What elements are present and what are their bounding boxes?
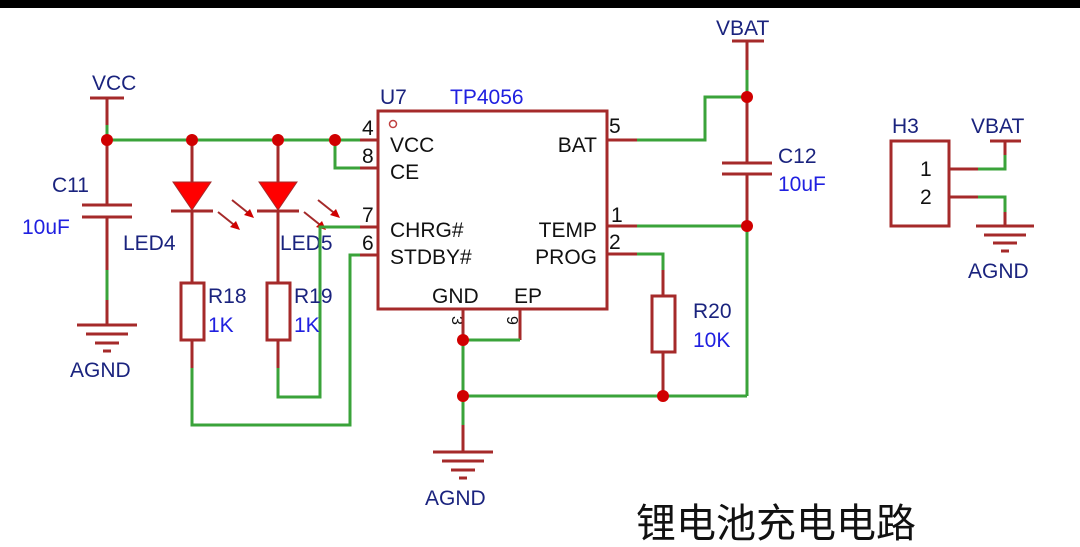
pin-name-ep: EP — [514, 285, 542, 308]
ic-u7-tp4056: U7 TP4056 4 8 7 6 VCC CE CHRG# STDBY# BA… — [362, 86, 623, 325]
resistor-r19: R19 1K — [265, 225, 360, 399]
pin-num-6: 6 — [362, 232, 374, 255]
pin-name-temp: TEMP — [539, 219, 597, 242]
agnd-ground-symbol-c11: AGND — [70, 323, 137, 382]
temp-net-wire — [607, 224, 749, 396]
c12-ref-label: C12 — [778, 145, 817, 168]
agnd-ic-net-label: AGND — [425, 487, 486, 510]
r18-value-label: 1K — [208, 314, 234, 337]
junction-dot — [741, 220, 753, 232]
led4-light-arrows-icon — [217, 199, 254, 230]
h3-pin-1: 1 — [920, 158, 932, 181]
top-bar — [0, 0, 1080, 8]
c12-value-label: 10uF — [778, 173, 826, 196]
bat-net-wire — [607, 95, 747, 142]
agnd-h3-net-label: AGND — [968, 260, 1029, 283]
led4-ref-label: LED4 — [123, 232, 176, 255]
junction-dots — [101, 91, 753, 402]
resistor-r20: R20 10K — [607, 252, 732, 396]
junction-dot — [657, 390, 669, 402]
vcc-power-symbol: VCC — [90, 72, 136, 140]
pin-num-5: 5 — [609, 115, 621, 138]
pin-num-2: 2 — [609, 231, 621, 254]
r19-value-label: 1K — [294, 314, 320, 337]
pin1-marker-icon — [388, 119, 398, 129]
vbat-h3-net-label: VBAT — [971, 115, 1024, 138]
c11-ref-label: C11 — [52, 174, 89, 197]
pin-num-9: 9 — [503, 316, 520, 325]
junction-dot — [101, 134, 113, 146]
c11-value-label: 10uF — [22, 216, 70, 239]
pin-name-bat: BAT — [558, 134, 597, 157]
schematic-title: 锂电池充电电路 — [636, 501, 916, 547]
pin-num-8: 8 — [362, 145, 374, 168]
vcc-rail-wire — [107, 138, 378, 170]
vbat-power-symbol-top: VBAT — [716, 17, 769, 97]
resistor-r18: R18 1K — [179, 253, 360, 427]
led5-ref-label: LED5 — [280, 232, 333, 255]
pin-name-chrg: CHRG# — [390, 219, 464, 242]
junction-dot — [457, 334, 469, 346]
led-led5: LED5 — [257, 140, 340, 283]
connector-h3: H3 1 2 — [889, 115, 1007, 228]
pin-num-1: 1 — [611, 204, 623, 227]
r18-ref-label: R18 — [208, 285, 247, 308]
capacitor-c11: C11 10uF — [22, 140, 132, 325]
pin-name-stdby: STDBY# — [390, 246, 472, 269]
r19-ref-label: R19 — [294, 285, 333, 308]
pin-num-3: 3 — [448, 316, 465, 325]
ground-net-wire — [461, 309, 747, 452]
pin-name-prog: PROG — [535, 246, 597, 269]
vbat-top-net-label: VBAT — [716, 17, 769, 40]
r20-value-label: 10K — [693, 329, 730, 352]
pin-num-4: 4 — [362, 117, 374, 140]
agnd-ground-symbol-h3: AGND — [968, 224, 1034, 283]
pin-name-gnd: GND — [432, 285, 479, 308]
pin-name-ce: CE — [390, 161, 419, 184]
u7-ref-label: U7 — [380, 86, 407, 109]
pin-name-vcc: VCC — [390, 134, 434, 157]
agnd-ground-symbol-ic: AGND — [425, 450, 493, 510]
h3-pin-2: 2 — [920, 186, 932, 209]
junction-dot — [741, 91, 753, 103]
junction-dot — [457, 390, 469, 402]
junction-dot — [329, 134, 341, 146]
capacitor-c12: C12 10uF — [722, 97, 826, 226]
junction-dot — [186, 134, 198, 146]
u7-part-label: TP4056 — [450, 86, 524, 109]
vbat-power-symbol-h3: VBAT — [971, 115, 1024, 143]
agnd-c11-net-label: AGND — [70, 359, 131, 382]
junction-dot — [272, 134, 284, 146]
pin-num-7: 7 — [362, 204, 374, 227]
led-led4: LED4 — [123, 140, 254, 283]
r20-ref-label: R20 — [693, 300, 732, 323]
h3-ref-label: H3 — [892, 115, 919, 138]
vcc-net-label: VCC — [92, 72, 136, 95]
